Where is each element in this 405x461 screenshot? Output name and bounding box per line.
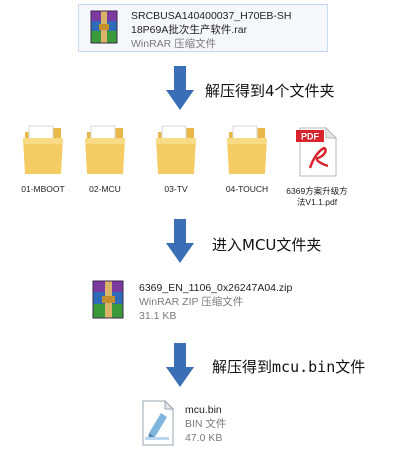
down-arrow-icon	[166, 219, 194, 263]
folder-label: 04-TOUCH	[225, 184, 269, 194]
zip-archive-file[interactable]: 6369_EN_1106_0x26247A04.zip WinRAR ZIP 压…	[86, 277, 336, 327]
rar-archive-file[interactable]: SRCBUSA140400037_H70EB-SH 18P69A批次生产软件.r…	[78, 4, 328, 52]
folder-item-mcu[interactable]: 02-MCU	[70, 124, 140, 194]
folder-item-touch[interactable]: 04-TOUCH	[212, 124, 282, 194]
folder-icon	[21, 125, 65, 180]
pdf-caption-line2: 法V1.1.pdf	[296, 197, 338, 207]
winrar-archive-icon	[87, 278, 131, 327]
down-arrow-icon	[166, 343, 194, 387]
folder-label: 02-MCU	[89, 184, 121, 194]
zip-file-size: 31.1 KB	[139, 310, 177, 322]
zip-file-type: WinRAR ZIP 压缩文件	[139, 296, 244, 308]
winrar-archive-icon	[85, 9, 123, 52]
bin-file-size: 47.0 KB	[185, 432, 223, 444]
down-arrow-icon	[166, 66, 194, 110]
folder-icon	[225, 125, 269, 180]
zip-file-name: 6369_EN_1106_0x26247A04.zip	[139, 282, 293, 294]
step2-label: 进入MCU文件夹	[212, 236, 322, 254]
folder-label: 03-TV	[164, 184, 188, 194]
folder-item-tv[interactable]: 03-TV	[141, 124, 211, 194]
step3-label-suffix: 文件	[335, 358, 366, 376]
step3-label: 解压得到mcu.bin文件	[212, 356, 365, 377]
bin-file-name: mcu.bin	[185, 404, 222, 416]
rar-file-name-line1: SRCBUSA140400037_H70EB-SH	[131, 10, 292, 22]
folder-icon	[83, 125, 127, 180]
pdf-document-item[interactable]: PDF 6369方案升级方 法V1.1.pdf	[282, 126, 352, 208]
folder-item-mboot[interactable]: 01-MBOOT	[8, 124, 78, 194]
pdf-caption-line1: 6369方案升级方	[286, 186, 348, 196]
folder-label: 01-MBOOT	[21, 184, 65, 194]
pdf-badge-text: PDF	[301, 132, 320, 142]
rar-file-name-line2: 18P69A批次生产软件.rar	[131, 24, 248, 36]
step3-label-prefix: 解压得到	[212, 358, 273, 376]
rar-file-type: WinRAR 压缩文件	[131, 38, 217, 50]
bin-file-type: BIN 文件	[185, 418, 227, 430]
generic-file-icon	[139, 399, 177, 452]
step1-label: 解压得到4个文件夹	[205, 82, 335, 100]
step3-label-filename: mcu.bin	[272, 358, 336, 376]
folder-icon	[154, 125, 198, 180]
bin-file[interactable]: mcu.bin BIN 文件 47.0 KB	[138, 398, 288, 456]
pdf-icon: PDF	[294, 126, 340, 182]
